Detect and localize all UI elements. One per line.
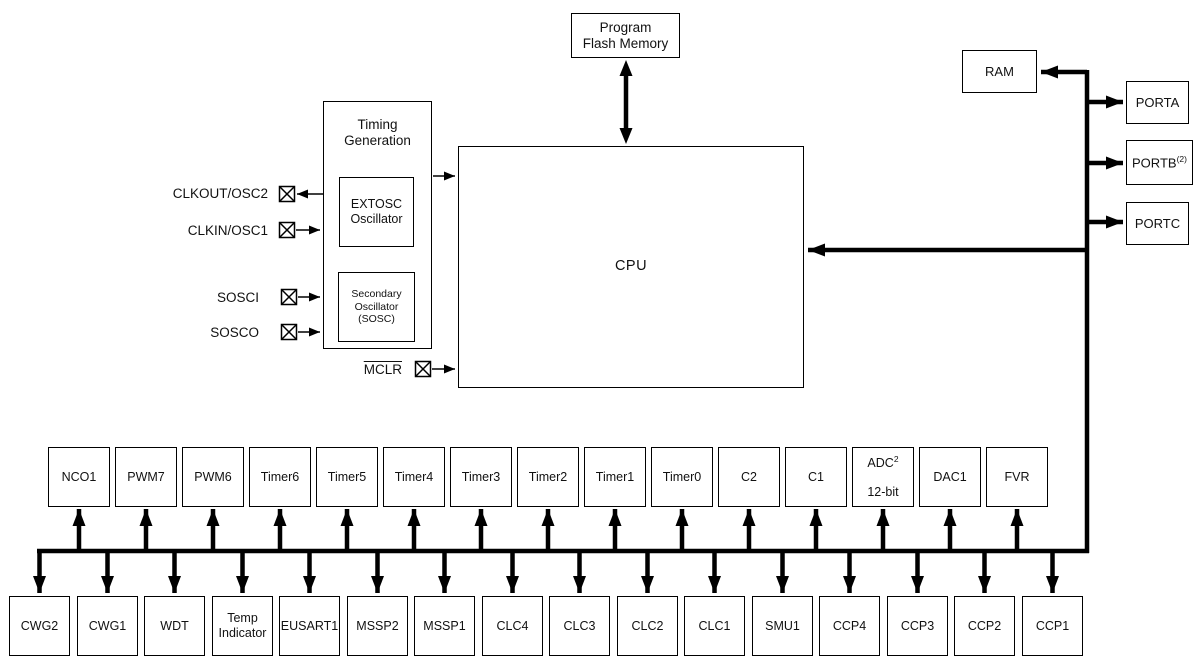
adc-label: ADC2 12-bit <box>867 453 899 500</box>
peripheral-box-clc1: CLC1 <box>684 596 745 656</box>
peripheral-box-ccp1: CCP1 <box>1022 596 1083 656</box>
pin-label-sosco: SOSCO <box>210 325 259 340</box>
bus-down-arrows <box>33 550 1059 593</box>
peripheral-box-nco1: NCO1 <box>48 447 110 507</box>
peripheral-box-pwm7: PWM7 <box>115 447 177 507</box>
peripheral-box-wdt: WDT <box>144 596 205 656</box>
portb-label: PORTB(2) <box>1132 154 1187 171</box>
peripheral-box-mssp1: MSSP1 <box>414 596 475 656</box>
sosco-pin-pad-icon <box>280 323 298 341</box>
peripheral-box-timer4: Timer4 <box>383 447 445 507</box>
peripheral-box-cwg2: CWG2 <box>9 596 70 656</box>
peripheral-box-timer3: Timer3 <box>450 447 512 507</box>
peripheral-box-adc: ADC2 12-bit <box>852 447 914 507</box>
peripheral-box-fvr: FVR <box>986 447 1048 507</box>
peripheral-box-mssp2: MSSP2 <box>347 596 408 656</box>
peripheral-box-timer2: Timer2 <box>517 447 579 507</box>
peripheral-box-ccp4: CCP4 <box>819 596 880 656</box>
pin-label-sosci: SOSCI <box>216 290 259 305</box>
peripheral-box-dac1: DAC1 <box>919 447 981 507</box>
peripheral-box-c2: C2 <box>718 447 780 507</box>
box-ram: RAM <box>962 50 1037 93</box>
peripheral-box-eusart1: EUSART1 <box>279 596 340 656</box>
peripheral-box-timer5: Timer5 <box>316 447 378 507</box>
peripheral-box-clc4: CLC4 <box>482 596 543 656</box>
box-extosc-oscillator: EXTOSC Oscillator <box>339 177 414 247</box>
box-program-flash-memory: Program Flash Memory <box>571 13 680 58</box>
peripheral-box-ccp3: CCP3 <box>887 596 948 656</box>
box-cpu: CPU <box>458 146 804 388</box>
sosci-pin-pad-icon <box>280 288 298 306</box>
box-secondary-oscillator: Secondary Oscillator (SOSC) <box>338 272 415 342</box>
peripheral-box-pwm6: PWM6 <box>182 447 244 507</box>
box-porta: PORTA <box>1126 81 1189 124</box>
peripheral-box-timer6: Timer6 <box>249 447 311 507</box>
box-portb: PORTB(2) <box>1126 140 1193 185</box>
peripheral-box-ccp2: CCP2 <box>954 596 1015 656</box>
peripheral-box-clc3: CLC3 <box>549 596 610 656</box>
peripheral-box-temp-indicator: Temp Indicator <box>212 596 273 656</box>
portb-footnote: (2) <box>1176 154 1187 165</box>
peripheral-box-timer1: Timer1 <box>584 447 646 507</box>
mclr-pin-pad-icon <box>414 360 432 378</box>
pin-label-mclr: MCLR <box>363 362 402 377</box>
box-portc: PORTC <box>1126 202 1189 245</box>
peripheral-box-smu1: SMU1 <box>752 596 813 656</box>
peripheral-box-clc2: CLC2 <box>617 596 678 656</box>
pin-label-clkout-osc2: CLKOUT/OSC2 <box>172 186 268 201</box>
flash-cpu-arrow <box>619 60 633 144</box>
clkout-pin-pad-icon <box>278 185 296 203</box>
peripheral-box-c1: C1 <box>785 447 847 507</box>
clkin-pin-pad-icon <box>278 221 296 239</box>
peripheral-box-timer0: Timer0 <box>651 447 713 507</box>
pin-label-clkin-osc1: CLKIN/OSC1 <box>187 223 268 238</box>
peripheral-box-cwg1: CWG1 <box>77 596 138 656</box>
bus-up-arrows <box>72 509 1024 552</box>
